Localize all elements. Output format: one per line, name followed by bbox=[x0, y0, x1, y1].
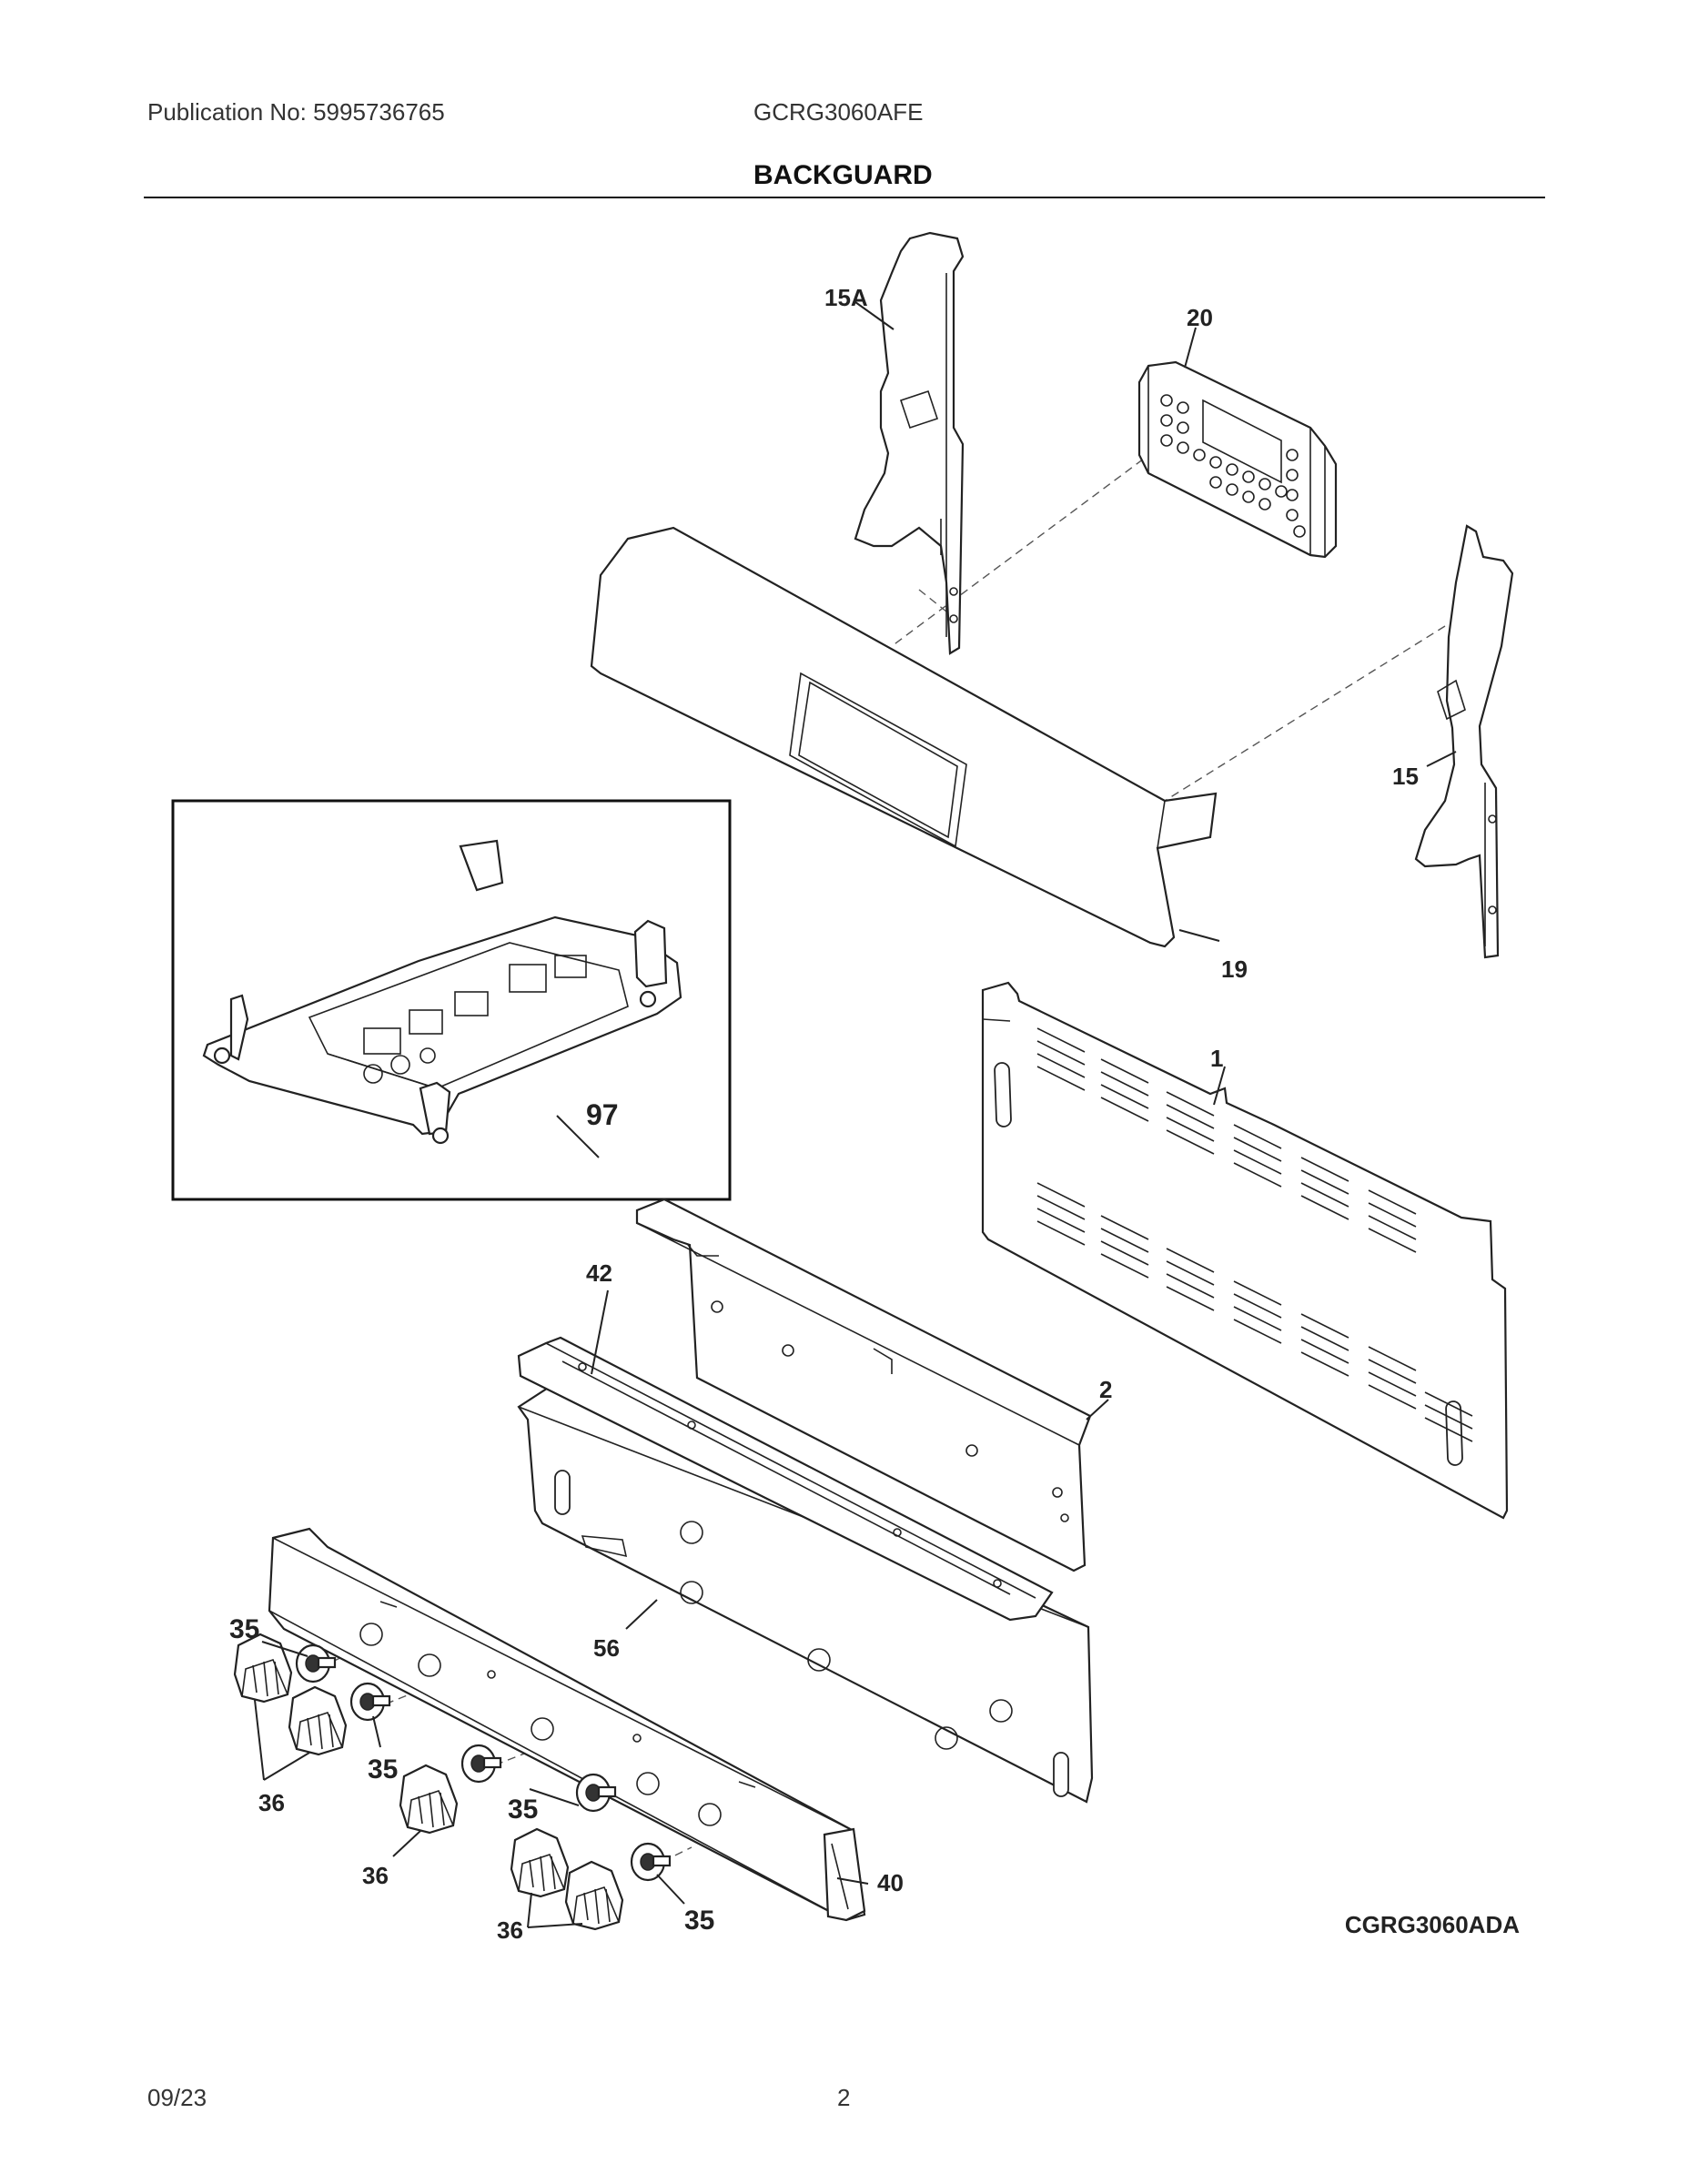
leader-lines bbox=[254, 301, 1457, 1928]
inset-box-97 bbox=[171, 799, 732, 1201]
knob-bezel-35-e bbox=[630, 1842, 672, 1882]
knob-bezel-35-a bbox=[295, 1643, 337, 1684]
callout-1: 1 bbox=[1210, 1045, 1223, 1072]
knob-bezel-35-b bbox=[349, 1682, 391, 1722]
callout-35-a: 35 bbox=[229, 1614, 259, 1644]
callout-35-c: 35 bbox=[508, 1795, 538, 1825]
control-knob-36-d bbox=[510, 1827, 570, 1898]
keypad-buttons bbox=[1160, 394, 1306, 538]
publication-number: Publication No: 5995736765 bbox=[147, 98, 445, 126]
callout-97: 97 bbox=[586, 1098, 619, 1131]
control-knob-36-e bbox=[564, 1860, 624, 1931]
heat-shield-2 bbox=[635, 1198, 1092, 1572]
callout-56: 56 bbox=[593, 1634, 620, 1662]
callout-20: 20 bbox=[1187, 304, 1213, 331]
control-knob-36-b bbox=[288, 1685, 348, 1756]
end-cap-left-15a bbox=[854, 231, 965, 655]
callout-15: 15 bbox=[1392, 763, 1419, 790]
callout-35-b: 35 bbox=[368, 1754, 398, 1785]
callout-2: 2 bbox=[1099, 1376, 1112, 1403]
footer-page-number: 2 bbox=[837, 2084, 851, 2111]
vent-louvers-upper bbox=[1036, 1027, 1417, 1253]
section-title: BACKGUARD bbox=[753, 160, 933, 190]
control-knob-36-c bbox=[399, 1764, 459, 1835]
model-number: GCRG3060AFE bbox=[753, 98, 924, 126]
electronic-control-20 bbox=[1137, 360, 1338, 559]
manifold-panel-40 bbox=[268, 1527, 866, 1922]
backguard-panel-19 bbox=[590, 526, 1218, 948]
header-rule bbox=[144, 197, 1545, 198]
knob-bezel-35-c bbox=[460, 1744, 502, 1784]
callout-36-a: 36 bbox=[258, 1789, 285, 1816]
callout-35-d: 35 bbox=[684, 1906, 714, 1936]
footer-date: 09/23 bbox=[147, 2084, 207, 2111]
rear-panel-1 bbox=[981, 981, 1509, 1520]
channel-42 bbox=[517, 1336, 1054, 1622]
callout-40: 40 bbox=[877, 1869, 904, 1896]
end-cap-right-15 bbox=[1414, 524, 1514, 959]
diagram-id: CGRG3060ADA bbox=[1345, 1911, 1520, 1938]
callout-36-b: 36 bbox=[362, 1862, 389, 1889]
control-knob-36-a bbox=[233, 1633, 293, 1704]
callout-36-c: 36 bbox=[497, 1916, 523, 1944]
knob-bezel-35-d bbox=[575, 1773, 617, 1813]
vent-louvers-lower bbox=[1036, 1182, 1473, 1442]
callout-19: 19 bbox=[1221, 956, 1248, 983]
callout-15a: 15A bbox=[824, 284, 868, 311]
callout-42: 42 bbox=[586, 1259, 612, 1287]
